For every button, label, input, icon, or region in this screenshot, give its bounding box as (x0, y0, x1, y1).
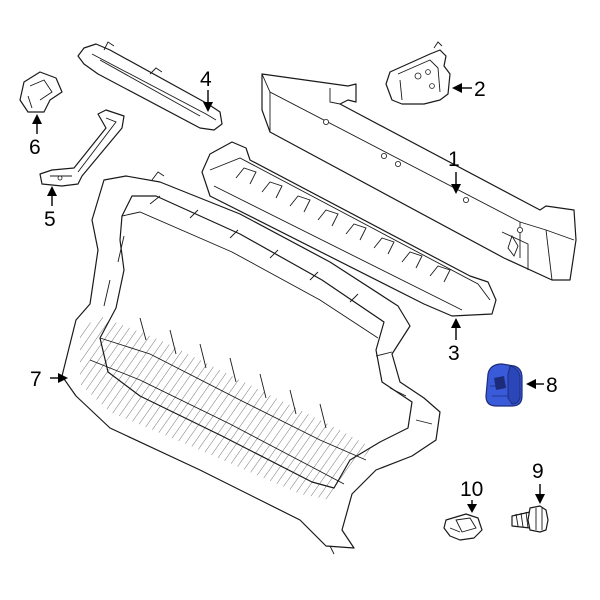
callout-8: 8 (546, 374, 558, 397)
callout-7: 7 (30, 368, 42, 391)
callout-5: 5 (44, 208, 56, 231)
energy-absorber[interactable] (201, 141, 497, 317)
callout-9: 9 (532, 460, 544, 483)
callout-2: 2 (474, 78, 486, 101)
leader-lines (32, 83, 545, 513)
mounting-bracket-2[interactable] (385, 41, 451, 105)
callout-6: 6 (29, 136, 41, 159)
callout-4: 4 (200, 68, 212, 91)
callout-labels: 1 2 3 4 5 6 7 8 9 10 (29, 68, 558, 501)
bolt[interactable] (511, 505, 549, 533)
bumper-reinforcement-beam[interactable] (261, 73, 577, 281)
upper-tie-bar[interactable] (77, 41, 223, 131)
side-brace[interactable] (39, 109, 125, 187)
callout-3: 3 (448, 342, 460, 365)
callout-1: 1 (448, 148, 460, 171)
clip[interactable] (443, 513, 483, 541)
highlighted-isolator[interactable] (485, 363, 523, 407)
grille-support-carrier[interactable] (61, 171, 441, 555)
callout-10: 10 (460, 478, 483, 501)
small-bracket[interactable] (19, 71, 63, 113)
